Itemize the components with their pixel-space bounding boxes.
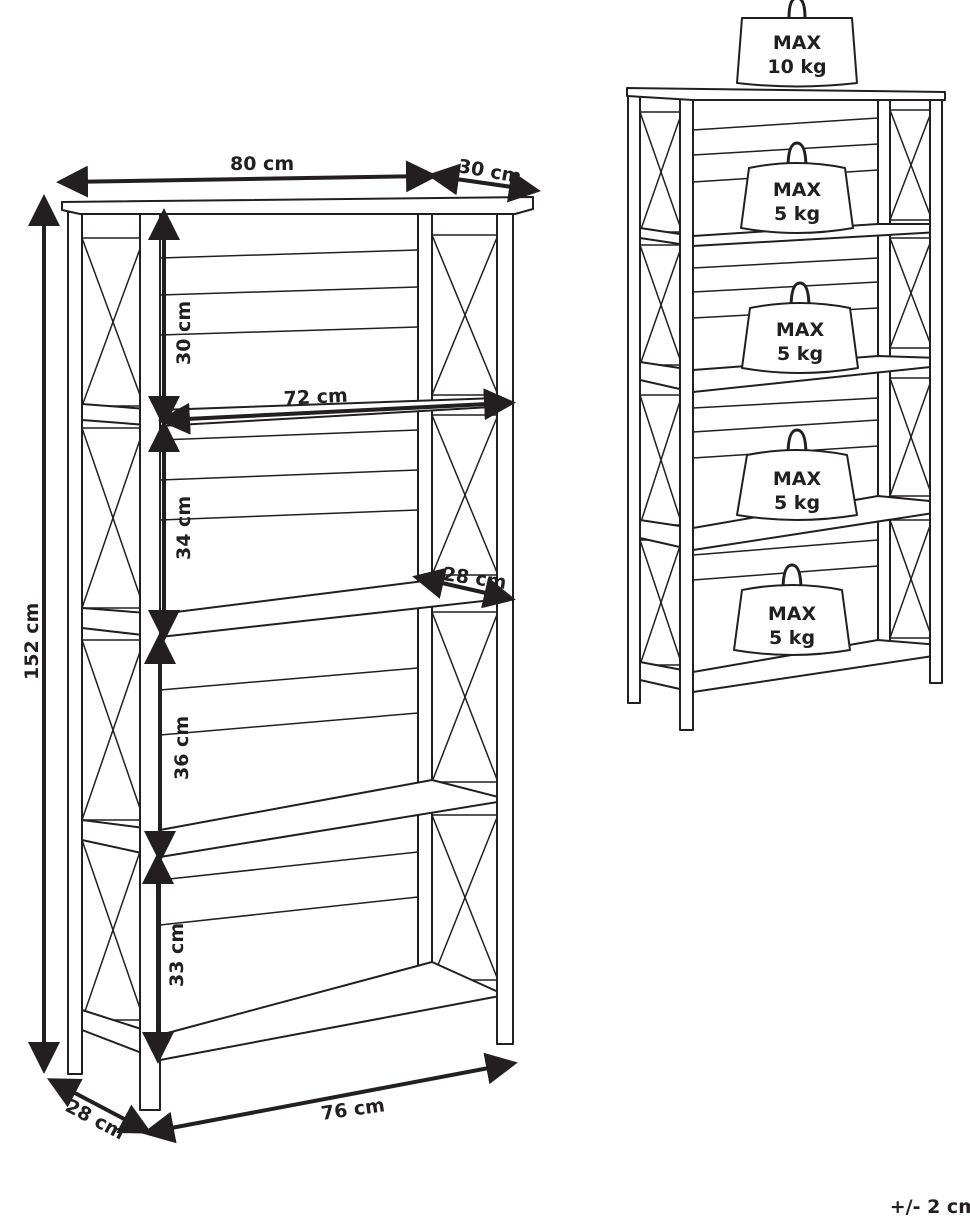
weight-shelf-4: MAX 5 kg	[733, 563, 851, 656]
shelf4-height-label: 33 cm	[166, 923, 188, 987]
svg-text:5 kg: 5 kg	[777, 343, 823, 365]
shelf3-height-label: 36 cm	[171, 716, 193, 780]
svg-text:5 kg: 5 kg	[774, 492, 820, 514]
shelf1-height-label: 30 cm	[173, 301, 195, 365]
dimensioned-bookshelf	[61, 196, 534, 1111]
load-bookshelf	[626, 87, 946, 731]
shelf2-height-label: 34 cm	[173, 496, 195, 560]
height-label: 152 cm	[21, 603, 43, 680]
load-weights: MAX 10 kg MAX 5 kg MAX 5 kg MAX 5 kg MAX…	[733, 0, 859, 656]
svg-text:5 kg: 5 kg	[774, 203, 820, 225]
dimension-arrows	[28, 160, 541, 1144]
svg-text:10 kg: 10 kg	[767, 56, 826, 78]
inner-width-label: 72 cm	[283, 385, 348, 410]
weight-shelf-1: MAX 5 kg	[740, 141, 854, 234]
svg-text:MAX: MAX	[773, 468, 822, 490]
svg-text:5 kg: 5 kg	[769, 627, 815, 649]
weight-shelf-3: MAX 5 kg	[736, 428, 858, 521]
tolerance-note: +/- 2 cm	[889, 1196, 970, 1218]
svg-text:MAX: MAX	[776, 319, 825, 341]
svg-text:MAX: MAX	[773, 179, 822, 201]
weight-top: MAX 10 kg	[736, 0, 858, 88]
weight-shelf-2: MAX 5 kg	[741, 281, 859, 374]
svg-text:MAX: MAX	[768, 603, 817, 625]
svg-text:MAX: MAX	[773, 32, 822, 54]
width-label: 80 cm	[230, 153, 294, 175]
